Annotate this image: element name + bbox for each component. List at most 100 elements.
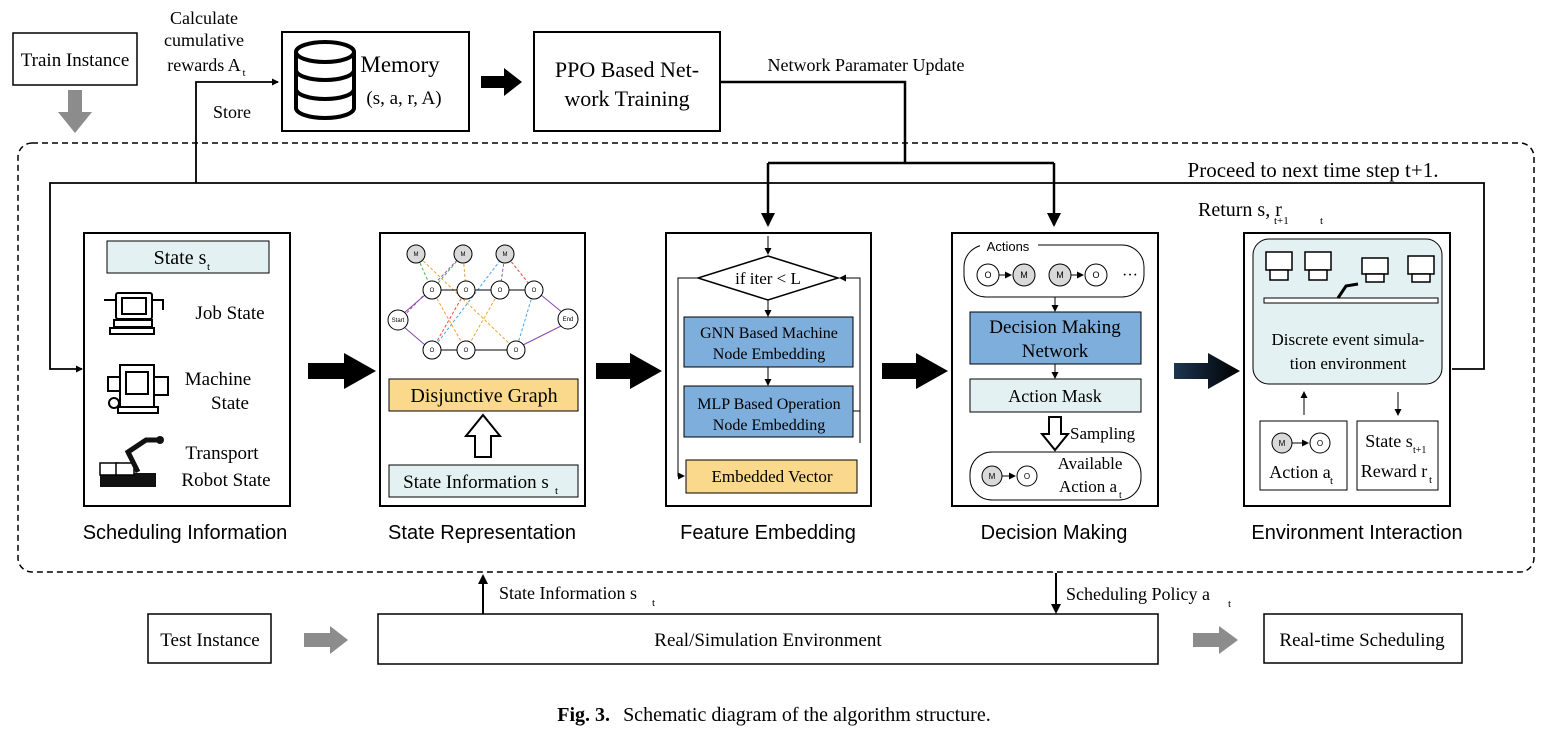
caption-embedding: Feature Embedding: [680, 522, 856, 544]
proceed-label: Proceed to next time step t+1.: [1188, 158, 1439, 182]
bottom-state-info: State Information s: [499, 583, 637, 603]
memory-title: Memory: [360, 52, 440, 77]
decision-net-1: Decision Making: [989, 317, 1121, 338]
panel-embedding: if iter < L GNN Based Machine Node Embed…: [665, 232, 872, 507]
actions-ellipsis: ···: [1122, 267, 1138, 284]
machine-state-1: Machine: [185, 369, 251, 390]
action-node-3: M: [1056, 270, 1064, 280]
avail-node-m: M: [989, 472, 996, 481]
flow-arrow-2: [596, 353, 662, 389]
loop-condition: if iter < L: [735, 269, 801, 288]
ppo-line-1: PPO Based Net-: [555, 57, 699, 82]
env-action-label: Action a: [1269, 462, 1330, 482]
avail-node-o: O: [1024, 472, 1030, 481]
sampling-label: Sampling: [1070, 424, 1136, 443]
conveyor-line: [1263, 297, 1439, 304]
gnn-line-2: Node Embedding: [713, 346, 825, 363]
computer-icon: [104, 292, 164, 335]
g-node-o11: O: [430, 288, 435, 294]
feedback-loop-line: [49, 78, 1485, 373]
machine-state-2: State: [211, 393, 249, 414]
flow-arrow-4: [1174, 353, 1240, 389]
robot-arm-mini-icon: [1336, 282, 1359, 299]
caption-representation: State Representation: [388, 522, 576, 544]
ppo-box: PPO Based Net- work Training: [533, 31, 721, 132]
available-line-1: Available: [1058, 454, 1123, 473]
calc-line-2: cumulative: [164, 30, 244, 50]
state-info-sub: t: [555, 485, 558, 497]
g-node-o13: O: [498, 288, 503, 294]
caption-environment: Environment Interaction: [1251, 522, 1462, 544]
hollow-up-arrow: [463, 413, 503, 458]
sampling-down-arrow: [1039, 416, 1071, 452]
panel-representation: M M M O O O O Start End O O O Disjunctiv…: [379, 232, 586, 507]
bottom-state-info-sub: t: [652, 597, 655, 609]
test-to-env-arrow: [304, 626, 348, 654]
available-line-2: Action a: [1059, 477, 1118, 496]
job-state-label: Job State: [195, 303, 264, 324]
panel-decision: Actions O M M O ··· Decision Making Netw…: [951, 232, 1159, 507]
network-update-label: Network Paramater Update: [768, 55, 965, 75]
g-node-end: End: [563, 317, 574, 323]
g-node-o21: O: [430, 348, 435, 354]
calc-sub: t: [242, 67, 245, 79]
ppo-line-2: work Training: [564, 86, 689, 111]
network-update-lines: [720, 80, 1061, 227]
g-node-o14: O: [532, 288, 537, 294]
action-node-4: O: [1092, 270, 1099, 280]
bottom-policy-sub: t: [1228, 598, 1231, 610]
state-info-label: State Information s: [403, 472, 549, 493]
embedded-vector-label: Embedded Vector: [711, 467, 832, 486]
action-node-1: O: [984, 270, 991, 280]
action-node-2: M: [1020, 270, 1028, 280]
disjunctive-graph-mini: M M M O O O O Start End O O O: [387, 244, 579, 360]
panel-environment: Discrete event simula- tion environment …: [1243, 232, 1451, 507]
machine-icon: [107, 364, 169, 414]
train-instance-label: Train Instance: [21, 50, 130, 71]
flow-arrow-1: [308, 353, 376, 389]
g-node-m3: M: [503, 252, 508, 258]
action-mask-label: Action Mask: [1008, 386, 1102, 406]
robot-state-1: Transport: [185, 443, 259, 464]
figure-caption-label: Fig. 3.: [557, 704, 610, 726]
training-loop-region: [17, 142, 1535, 573]
train-instance-box: Train Instance: [12, 32, 138, 86]
return-sub-1: t+1: [1274, 215, 1289, 227]
database-icon: [294, 40, 356, 120]
actions-label: Actions: [987, 239, 1030, 254]
caption-decision: Decision Making: [981, 522, 1128, 544]
sim-env-line-2: tion environment: [1290, 354, 1407, 373]
mlp-line-1: MLP Based Operation: [697, 396, 840, 413]
panel-scheduling: State s t Job State Machine State: [83, 232, 291, 507]
test-instance-label: Test Instance: [160, 630, 259, 651]
caption-scheduling: Scheduling Information: [83, 522, 288, 544]
g-node-start: Start: [392, 318, 405, 324]
return-sub-2: t: [1320, 215, 1323, 227]
g-node-o22: O: [464, 348, 469, 354]
robot-arm-icon: [99, 436, 164, 487]
env-to-realtime-arrow: [1193, 626, 1238, 654]
figure-caption: Fig. 3. Schematic diagram of the algorit…: [557, 704, 990, 726]
env-node-m: M: [1279, 439, 1286, 448]
robot-state-2: Robot State: [181, 470, 270, 491]
g-node-o23: O: [514, 348, 519, 354]
available-sub: t: [1119, 490, 1122, 501]
flow-arrow-3: [882, 353, 948, 389]
decision-net-2: Network: [1022, 341, 1089, 362]
return-label: Return s, r: [1198, 199, 1282, 221]
env-state-label: State s: [1365, 431, 1413, 451]
calc-rewards-text: Calculate cumulative rewards A t: [164, 8, 246, 79]
disjunctive-graph-label: Disjunctive Graph: [410, 385, 557, 407]
sim-env-line-1: Discrete event simula-: [1272, 330, 1425, 349]
mlp-line-2: Node Embedding: [713, 417, 825, 434]
real-sim-env-label: Real/Simulation Environment: [654, 630, 882, 651]
realtime-label: Real-time Scheduling: [1279, 630, 1445, 651]
calc-line-3: rewards A: [167, 55, 240, 75]
env-reward-label: Reward r: [1361, 461, 1427, 481]
figure-caption-text: Schematic diagram of the algorithm struc…: [623, 704, 991, 726]
memory-to-ppo-arrow: [481, 68, 522, 96]
memory-box: Memory (s, a, r, A): [281, 31, 470, 132]
store-label: Store: [213, 102, 251, 122]
memory-tuple: (s, a, r, A): [366, 88, 441, 109]
